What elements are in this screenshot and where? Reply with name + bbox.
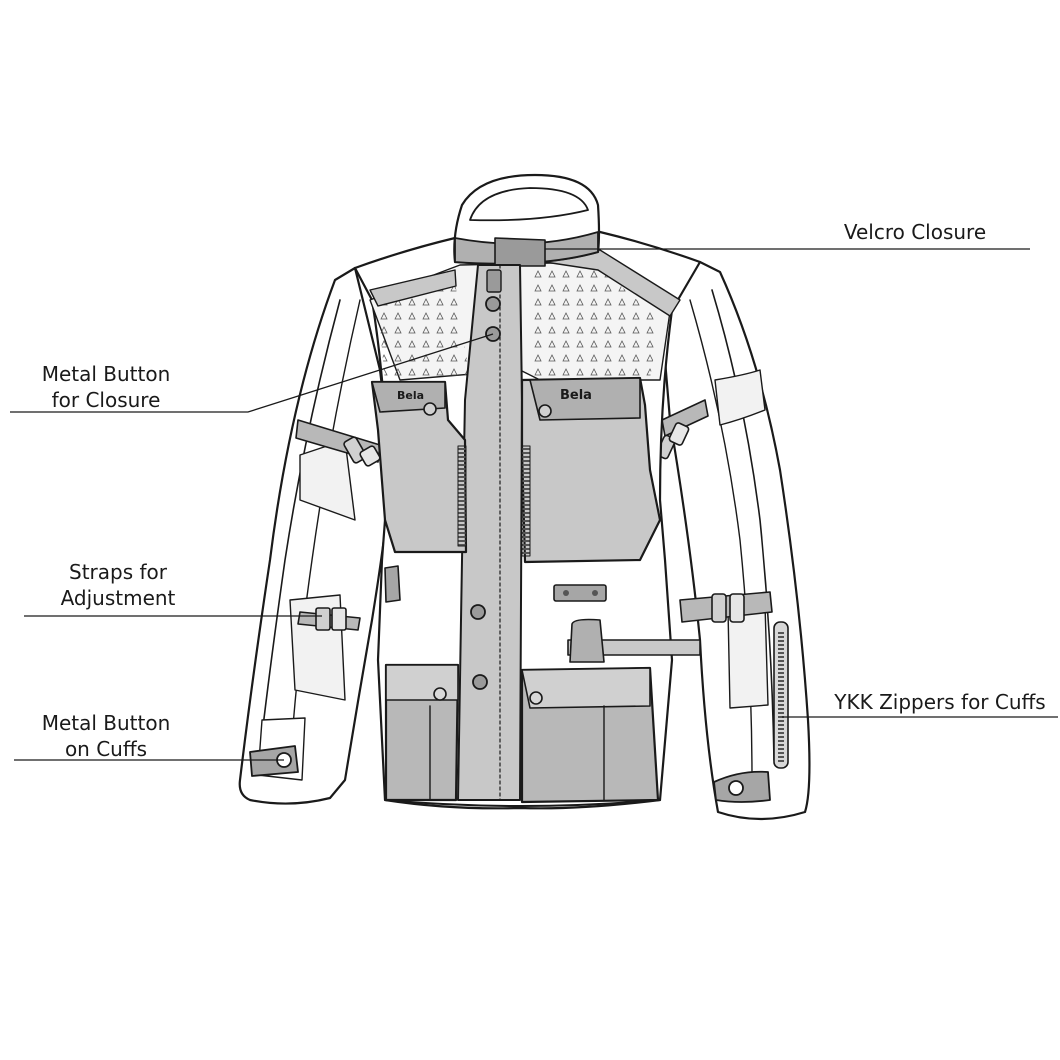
brand-logo-left: Bela [397,389,424,402]
callout-metal-closure-line-1: Metal Button [41,362,171,386]
callout-metal-button-closure: Metal Button for Closure [18,361,194,413]
leader-metal-closure [10,333,494,413]
callout-velcro-closure: Velcro Closure [830,219,1000,245]
left-chest-pocket [370,380,468,554]
brand-logo-right: Bela [560,388,592,403]
callout-metal-closure-line-2: for Closure [51,388,161,412]
front-placket [457,264,523,801]
callout-straps-line-2: Adjustment [60,586,176,610]
callout-ykk-line-1: YKK Zippers for Cuffs [834,690,1046,714]
callout-ykk-zippers: YKK Zippers for Cuffs [826,689,1054,715]
jacket-illustration [238,173,811,821]
callout-metal-button-cuffs: Metal Button on Cuffs [18,710,194,762]
callout-straps-adjustment: Straps for Adjustment [30,559,206,611]
callout-velcro-line-1: Velcro Closure [843,220,987,244]
leader-lines [10,248,1058,761]
callout-metal-cuffs-line-1: Metal Button [41,711,171,735]
callout-metal-cuffs-line-2: on Cuffs [64,737,148,761]
callout-straps-line-1: Straps for [69,560,167,584]
